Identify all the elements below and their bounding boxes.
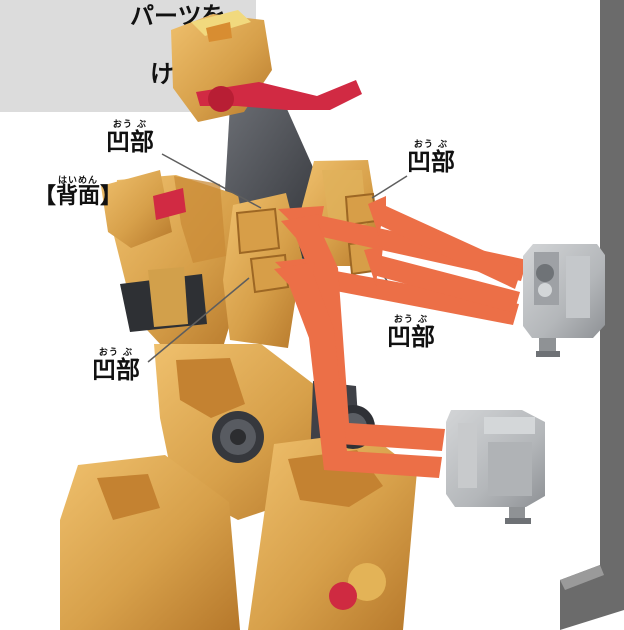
recess-label-1: おう ぶ 凹部 [106,120,154,154]
recess-label-3-text: 凹部 [387,323,435,351]
page-edge-shadow [560,0,624,630]
recess-label-2: おう ぶ 凹部 [407,140,455,174]
recess-label-4-ruby: おう ぶ [98,348,134,358]
recess-label-4-text: 凹部 [92,356,140,384]
robot-figure-illustration [60,10,417,630]
upper-attachment-part [523,244,605,357]
recess-label-4: おう ぶ 凹部 [92,348,140,382]
recess-label-1-text: 凹部 [106,128,154,156]
recess-label-3: おう ぶ 凹部 [387,315,435,349]
back-view-label: はいめん 【背面】 [34,176,122,208]
recess-label-2-text: 凹部 [407,148,455,176]
lower-attachment-part [446,410,545,524]
insertion-arrows [274,196,527,478]
back-view-ruby: はいめん [58,176,99,186]
attachment-parts [446,244,605,524]
recess-label-3-ruby: おう ぶ [393,315,429,325]
recess-label-1-ruby: おう ぶ [112,120,148,130]
back-view-text: 【背面】 [34,184,123,209]
recess-label-2-ruby: おう ぶ [413,140,449,150]
